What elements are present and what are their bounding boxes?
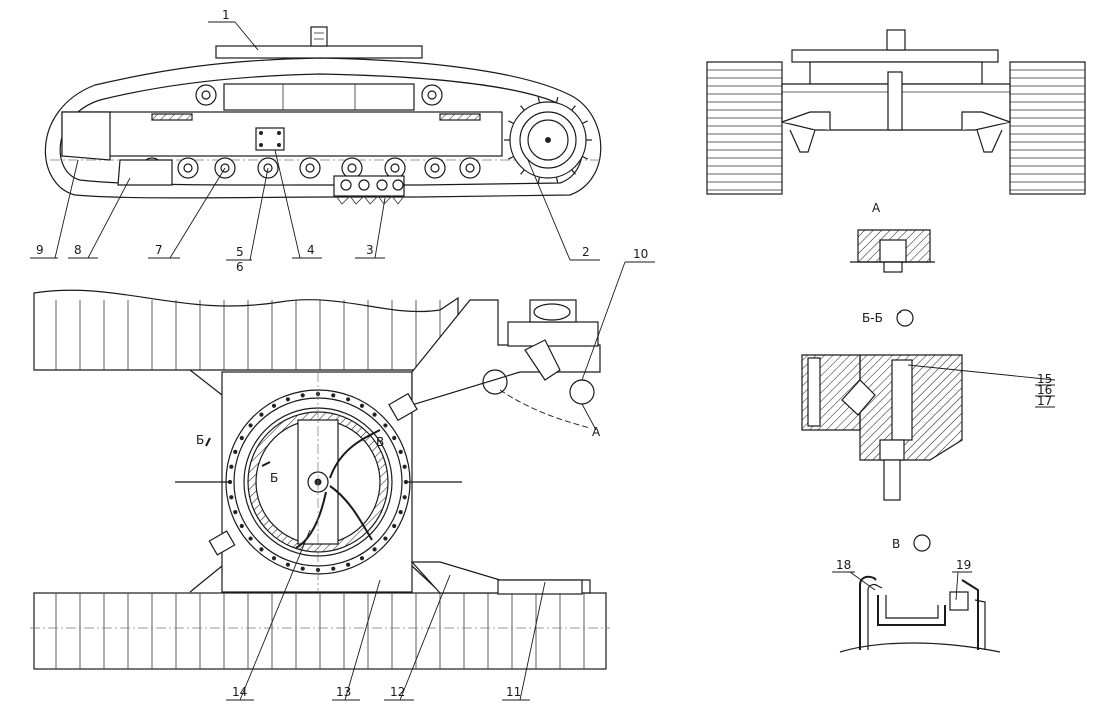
callout-4: 4	[307, 243, 315, 257]
callout-5: 5	[236, 245, 244, 259]
callout-18: 18	[836, 558, 851, 572]
track-roller-hub	[430, 163, 440, 173]
front-track-shoes	[707, 69, 1085, 191]
frame-plate	[255, 127, 285, 151]
track-roller-hub	[183, 163, 193, 173]
front-track-right	[1009, 61, 1086, 195]
upper-frame	[223, 83, 415, 111]
callout-13: 13	[336, 685, 351, 699]
track-links-detail	[333, 175, 405, 205]
callout-15: 15	[1037, 372, 1052, 386]
view-v-title: В	[892, 537, 900, 551]
drive-sprocket	[509, 101, 587, 179]
side-view-crawler: /* teeth drawn by script below */	[45, 26, 602, 205]
callout-7: 7	[155, 243, 163, 257]
detail-a	[850, 229, 935, 273]
callout-14: 14	[232, 685, 247, 699]
section-b-mark-2: Б	[270, 471, 278, 485]
callout-6: 6	[236, 260, 244, 274]
track-rollers	[141, 157, 481, 179]
plan-upper-track-shoes	[55, 300, 441, 370]
callout-3: 3	[366, 243, 374, 257]
front-top-pin	[886, 29, 906, 51]
section-bb: Б-Б 15 16 17	[801, 309, 1056, 501]
track-guard-block	[117, 159, 173, 186]
track-roller-hub	[347, 163, 357, 173]
top-pin	[310, 26, 328, 47]
carrier-roller-right	[421, 84, 443, 106]
plan-track-upper	[33, 289, 459, 371]
callout-17: 17	[1037, 394, 1052, 408]
front-top-platform	[791, 49, 999, 63]
callouts-side-view: 1 2 3 4 5 6 7 8 9	[30, 8, 600, 274]
callout-10: 10	[633, 247, 648, 261]
view-a-ref: А	[592, 425, 601, 439]
plan-lower-track-shoes	[55, 593, 585, 669]
section-bb-title: Б-Б	[862, 311, 883, 325]
callout-9: 9	[36, 243, 44, 257]
track-roller-hub	[390, 163, 400, 173]
callout-12: 12	[390, 685, 405, 699]
detail-v: В 18 19	[832, 534, 1001, 653]
track-roller-hub	[305, 163, 315, 173]
plan-arm	[411, 299, 601, 406]
sprocket-teeth: /* teeth drawn by script below */	[504, 96, 592, 184]
callout-11: 11	[506, 685, 521, 699]
track-belt-outer	[45, 57, 602, 199]
section-b-mark-1: Б	[196, 433, 204, 447]
callout-1: 1	[222, 8, 230, 22]
view-v-ref: В	[376, 435, 384, 449]
top-platform	[215, 45, 423, 59]
front-track-left	[706, 61, 783, 195]
callout-16: 16	[1037, 383, 1052, 397]
callout-19: 19	[956, 558, 971, 572]
plan-view: А 10 Б Б В	[30, 247, 655, 701]
callout-8: 8	[74, 243, 82, 257]
idler-tensioner	[61, 111, 111, 161]
carrier-roller-left	[195, 84, 217, 106]
front-view: А	[706, 29, 1086, 215]
view-a-title: А	[872, 201, 881, 215]
callout-2: 2	[582, 245, 590, 259]
track-roller-hub	[465, 163, 475, 173]
ring-bolts	[227, 391, 409, 573]
